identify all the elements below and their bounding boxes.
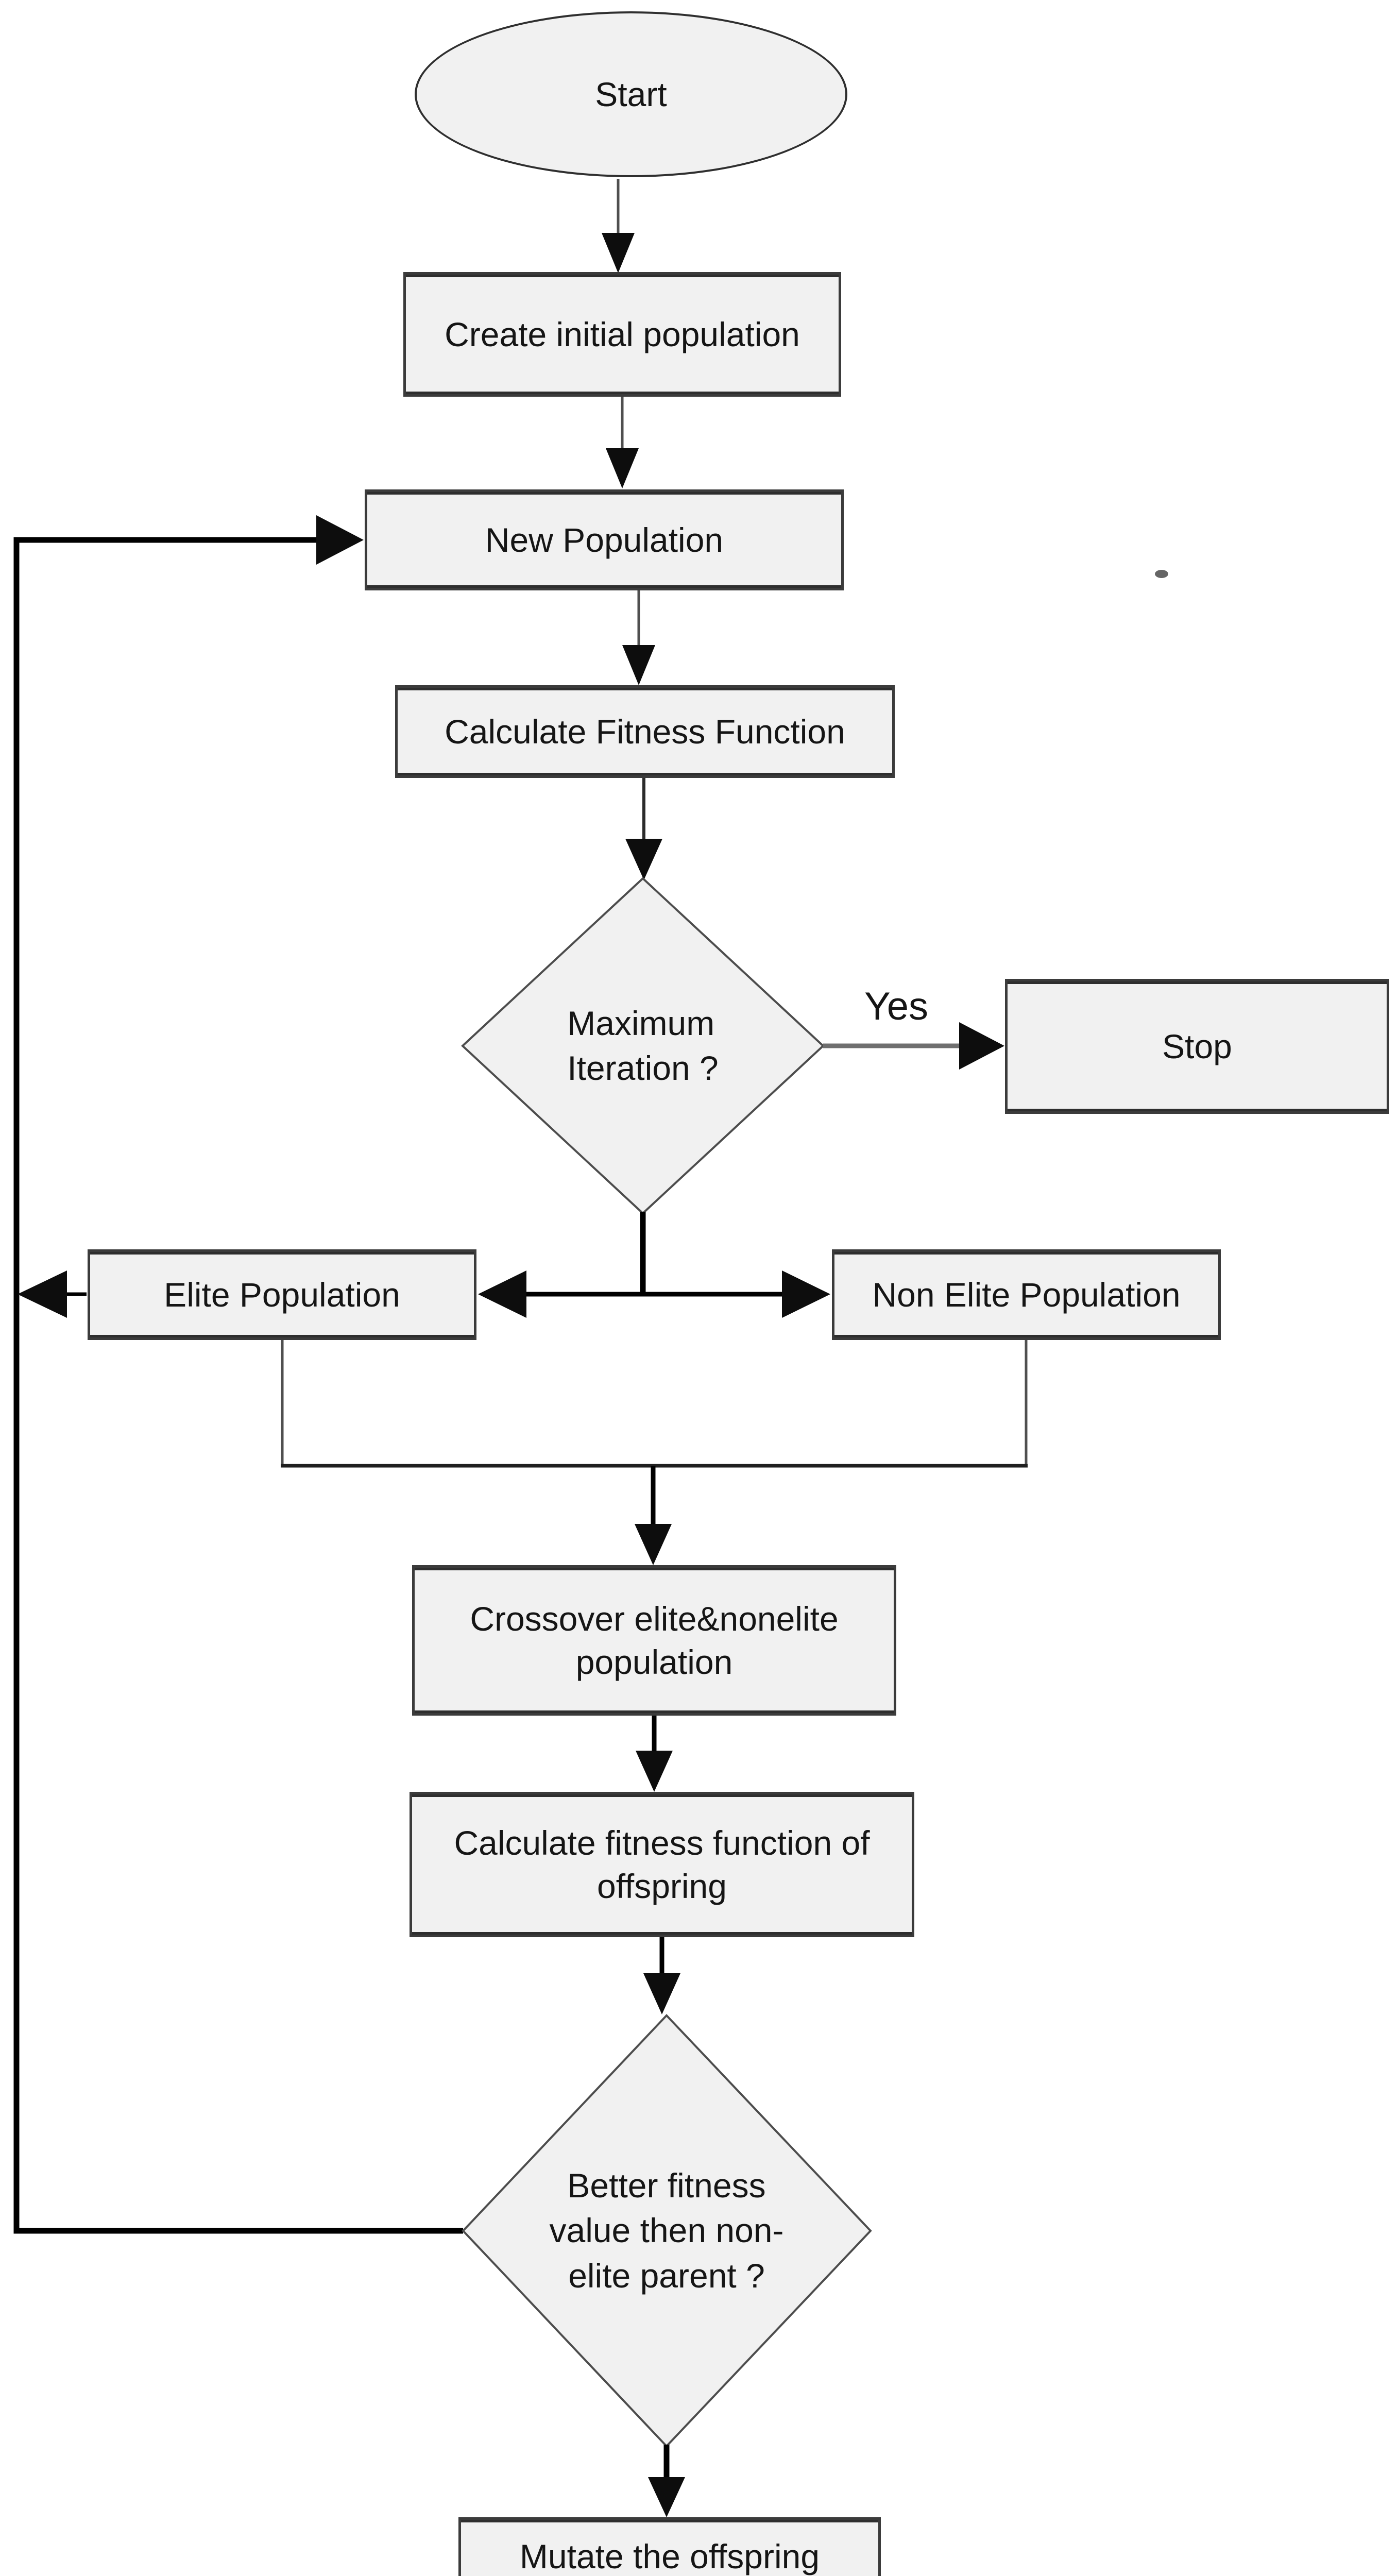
edge-better-fitness-to-mutate bbox=[648, 2445, 685, 2517]
yes-label-text: Yes bbox=[864, 985, 928, 1028]
calculate-offspring-fitness-step: Calculate fitness function of offspring bbox=[410, 1792, 914, 1937]
edge-yes-to-stop bbox=[823, 1022, 1004, 1070]
stop-label: Stop bbox=[1162, 1027, 1232, 1065]
yes-edge-label: Yes bbox=[832, 982, 961, 1031]
non-elite-population-label: Non Elite Population bbox=[872, 1275, 1181, 1314]
create-initial-population-step: Create initial population bbox=[403, 272, 841, 397]
elite-population-step: Elite Population bbox=[88, 1249, 476, 1340]
calculate-fitness-label: Calculate Fitness Function bbox=[445, 712, 845, 751]
artifact-dot bbox=[1155, 570, 1168, 578]
non-elite-population-step: Non Elite Population bbox=[832, 1249, 1221, 1340]
start-terminator: Start bbox=[415, 11, 847, 177]
crossover-label: Crossover elite&nonelite population bbox=[470, 1599, 839, 1681]
edge-elite-to-loop bbox=[18, 1270, 87, 1318]
edge-calculate-offspring-to-better-fitness bbox=[643, 1937, 680, 2014]
calculate-offspring-fitness-label: Calculate fitness function of offspring bbox=[454, 1823, 870, 1905]
mutate-offspring-label: Mutate the offspring bbox=[519, 2537, 820, 2575]
edge-create-to-new-population bbox=[606, 397, 639, 488]
edge-start-to-create bbox=[602, 179, 635, 273]
mutate-offspring-step: Mutate the offspring bbox=[458, 2517, 881, 2576]
edge-new-population-to-calculate-fitness bbox=[622, 590, 655, 685]
edge-crossover-to-calculate-offspring bbox=[636, 1716, 673, 1792]
start-label: Start bbox=[595, 75, 667, 113]
better-fitness-decision: Better fitness value then non- elite par… bbox=[512, 2128, 821, 2334]
elite-population-label: Elite Population bbox=[164, 1275, 400, 1314]
stop-terminator: Stop bbox=[1005, 979, 1389, 1114]
edge-calculate-fitness-to-maximum-iteration bbox=[625, 777, 662, 880]
new-population-label: New Population bbox=[485, 520, 724, 559]
crossover-step: Crossover elite&nonelite population bbox=[412, 1565, 896, 1716]
new-population-step: New Population bbox=[365, 489, 844, 590]
calculate-fitness-step: Calculate Fitness Function bbox=[395, 685, 895, 778]
create-initial-population-label: Create initial population bbox=[445, 315, 800, 353]
better-fitness-label: Better fitness value then non- elite par… bbox=[549, 2166, 784, 2295]
edge-merge-to-crossover bbox=[281, 1340, 1028, 1565]
maximum-iteration-label: Maximum Iteration ? bbox=[567, 1004, 719, 1087]
edge-maximum-iteration-to-branch bbox=[478, 1212, 830, 1318]
maximum-iteration-decision: Maximum Iteration ? bbox=[488, 963, 797, 1128]
edge-loop-back-to-new-population bbox=[13, 515, 463, 2234]
